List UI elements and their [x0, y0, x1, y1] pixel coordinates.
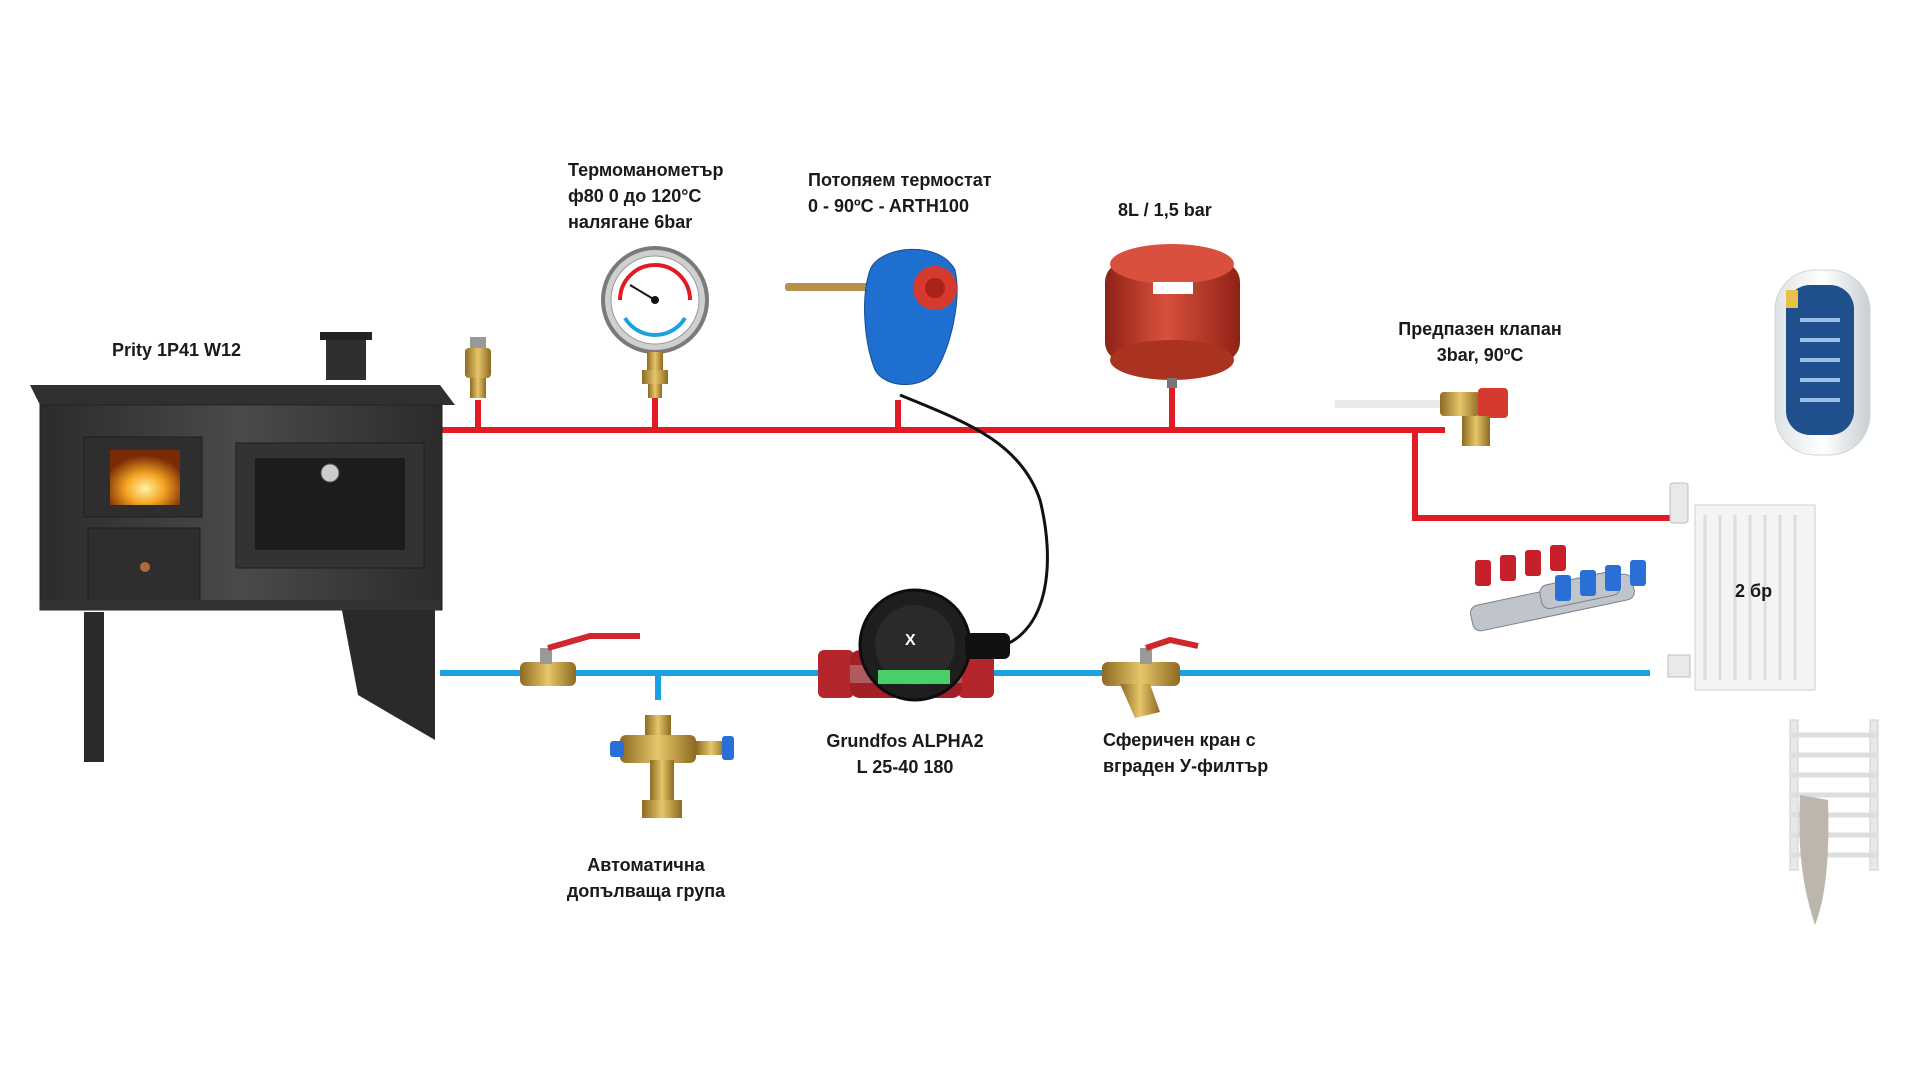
air-vent-icon: [465, 337, 491, 398]
pump-label-line-2: L 25-40 180: [856, 757, 954, 777]
thermostat-cable: [899, 393, 1049, 649]
fill-group-label-line-1: Автоматична: [587, 855, 705, 875]
fill-group-label: Автоматична допълваща група: [556, 852, 736, 904]
fill-group-icon: [610, 715, 734, 818]
safety-valve-label-line-1: Предпазен клапан: [1398, 319, 1562, 339]
expansion-tank-label: 8L / 1,5 bar: [1118, 200, 1212, 220]
radiator-count-label: 2 бр: [1735, 581, 1773, 601]
thermomanometer-label: Термоманометър ф80 0 до 120°C налягане 6…: [568, 157, 723, 235]
pump-label: Grundfos ALPHA2 L 25-40 180: [815, 728, 995, 780]
safety-valve-label: Предпазен клапан 3bar, 90ºC: [1395, 316, 1565, 368]
immersion-thermostat-icon: [785, 248, 958, 385]
stove-label: Prity 1P41 W12: [112, 340, 242, 360]
thermomanometer-icon: [601, 246, 709, 398]
ball-valve-icon: [520, 633, 640, 686]
expansion-tank-icon: [1105, 244, 1240, 388]
ball-valve-filter-label-line-2: вграден У-филтър: [1103, 756, 1269, 776]
svg-text:X: X: [905, 632, 916, 649]
thermomanometer-label-line-1: Термоманометър: [568, 160, 724, 180]
circulation-pump-icon: X: [818, 588, 1010, 702]
ball-valve-filter-label-line-1: Сферичен кран с: [1103, 730, 1256, 750]
y-filter-valve-icon: [1102, 636, 1199, 718]
thermostat-label: Потопяем термостат 0 - 90ºC - ARTH100: [808, 167, 992, 219]
fill-group-label-line-2: допълваща група: [566, 881, 726, 901]
manifold-icon: [1470, 545, 1646, 632]
thermostat-label-line-2: 0 - 90ºC - ARTH100: [808, 196, 969, 216]
ball-valve-filter-label: Сферичен кран с вграден У-филтър: [1103, 727, 1268, 779]
towel-rail-icon: [1789, 719, 1879, 925]
radiator-icon: [1667, 482, 1816, 691]
return-pipe: [440, 670, 1650, 700]
supply-pipe: [440, 385, 1670, 521]
safety-valve-icon: [1335, 388, 1508, 446]
boiler-tank-icon: [1774, 269, 1871, 456]
thermomanometer-label-line-3: налягане 6bar: [568, 212, 693, 232]
safety-valve-label-line-2: 3bar, 90ºC: [1436, 345, 1524, 365]
pump-label-line-1: Grundfos ALPHA2: [826, 731, 984, 751]
thermostat-label-line-1: Потопяем термостат: [808, 170, 992, 190]
thermomanometer-label-line-2: ф80 0 до 120°C: [568, 186, 702, 206]
stove-icon: [30, 332, 455, 762]
